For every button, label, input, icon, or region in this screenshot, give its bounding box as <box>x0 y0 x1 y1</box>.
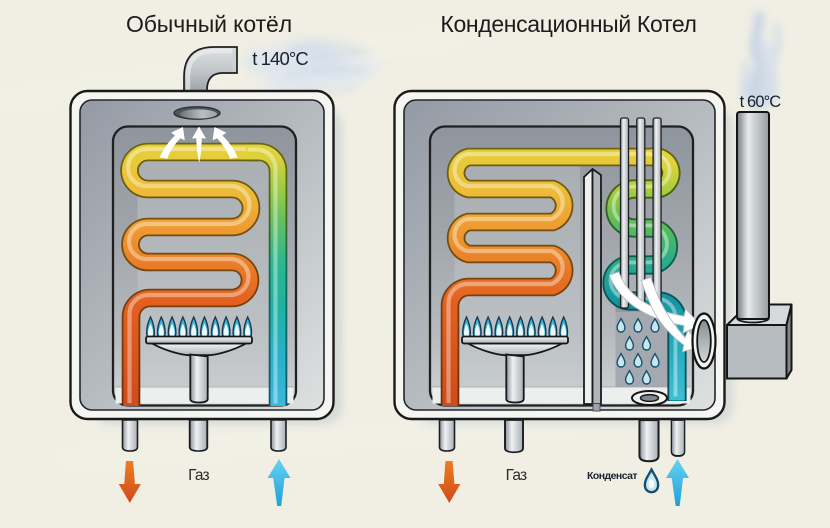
svg-text:Конденсат: Конденсат <box>587 470 637 482</box>
svg-text:Конденсационный Котел: Конденсационный Котел <box>440 11 696 37</box>
svg-text:t 140°C: t 140°C <box>252 48 308 69</box>
svg-text:Газ: Газ <box>188 467 209 484</box>
svg-text:t 60°C: t 60°C <box>740 93 782 111</box>
svg-text:Обычный котёл: Обычный котёл <box>126 11 292 37</box>
svg-text:Газ: Газ <box>506 467 527 484</box>
